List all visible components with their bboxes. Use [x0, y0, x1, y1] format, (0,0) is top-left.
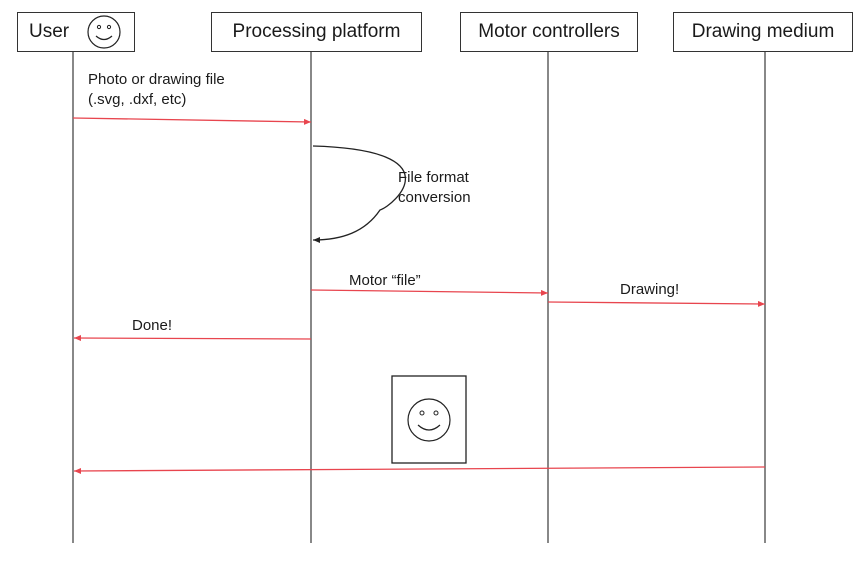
arrow-upload [72, 117, 312, 125]
participant-user: User [17, 12, 135, 52]
participant-drawing-medium: Drawing medium [673, 12, 853, 52]
message-drawing-label: Drawing! [620, 281, 680, 298]
message-done-label: Done! [132, 317, 173, 334]
message-conversion-line2: conversion [398, 189, 471, 206]
participant-medium-label: Drawing medium [691, 21, 835, 42]
arrow-done [73, 335, 312, 342]
participant-user-label: User [29, 21, 70, 42]
message-upload-line2: (.svg, .dxf, etc) [88, 91, 187, 108]
message-upload-line1: Photo or drawing file [88, 71, 225, 88]
message-conversion-label: File format conversion [398, 168, 471, 208]
message-motor-file-label: Motor “file” [349, 272, 421, 289]
message-conversion-line1: File format [398, 169, 469, 186]
message-upload-label: Photo or drawing file (.svg, .dxf, etc) [88, 70, 225, 110]
arrow-motor-file [310, 289, 549, 296]
participant-processing-label: Processing platform [232, 21, 401, 42]
participant-motor-controllers: Motor controllers [460, 12, 638, 52]
smiley-drawing-icon [391, 375, 467, 464]
arrow-result [73, 466, 766, 474]
arrow-drawing [547, 300, 766, 307]
arrow-self-conversion [312, 145, 407, 243]
participant-motor-label: Motor controllers [478, 21, 620, 42]
participant-processing-platform: Processing platform [211, 12, 422, 52]
